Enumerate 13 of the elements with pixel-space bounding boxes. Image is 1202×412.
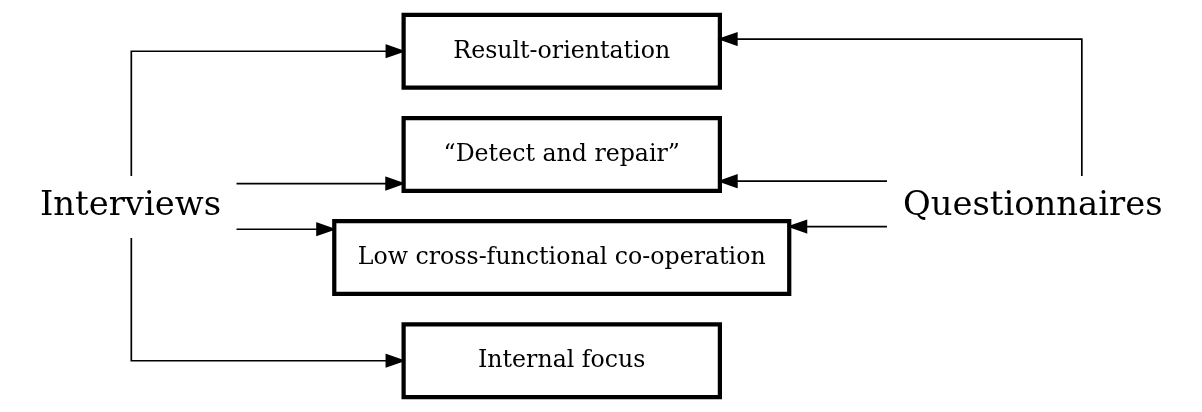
- arrow: [716, 174, 888, 189]
- arrow: [786, 219, 888, 234]
- node-box: Low cross-functional co-operation: [331, 219, 791, 297]
- arrow: [235, 222, 336, 237]
- node-text: Questionnaires: [902, 184, 1163, 224]
- arrow: [716, 32, 1083, 177]
- node-box: Internal focus: [401, 322, 722, 400]
- node-box: “Detect and repair”: [401, 115, 722, 193]
- arrow: [129, 44, 406, 177]
- node-box: Result-orientation: [401, 12, 722, 90]
- node-text: Interviews: [39, 184, 221, 224]
- arrow: [235, 176, 406, 191]
- arrow: [129, 237, 406, 368]
